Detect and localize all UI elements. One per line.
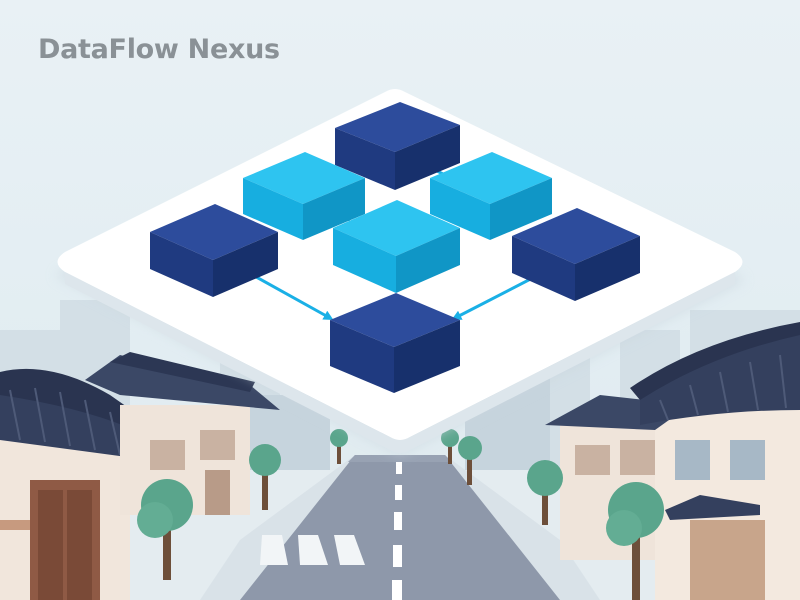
block-right-cyan — [430, 152, 552, 240]
block-top-navy — [335, 102, 460, 190]
block-center-cyan — [333, 200, 460, 293]
block-right-navy — [512, 208, 640, 301]
crosswalk — [260, 535, 365, 565]
brand-title: DataFlow Nexus — [38, 34, 280, 65]
block-left-navy — [150, 204, 278, 297]
block-bottom-navy — [330, 293, 460, 393]
street-trees — [137, 429, 664, 600]
road-center-dashes — [392, 462, 402, 600]
block-left-cyan — [243, 152, 365, 240]
left-hanok-house — [0, 368, 160, 600]
